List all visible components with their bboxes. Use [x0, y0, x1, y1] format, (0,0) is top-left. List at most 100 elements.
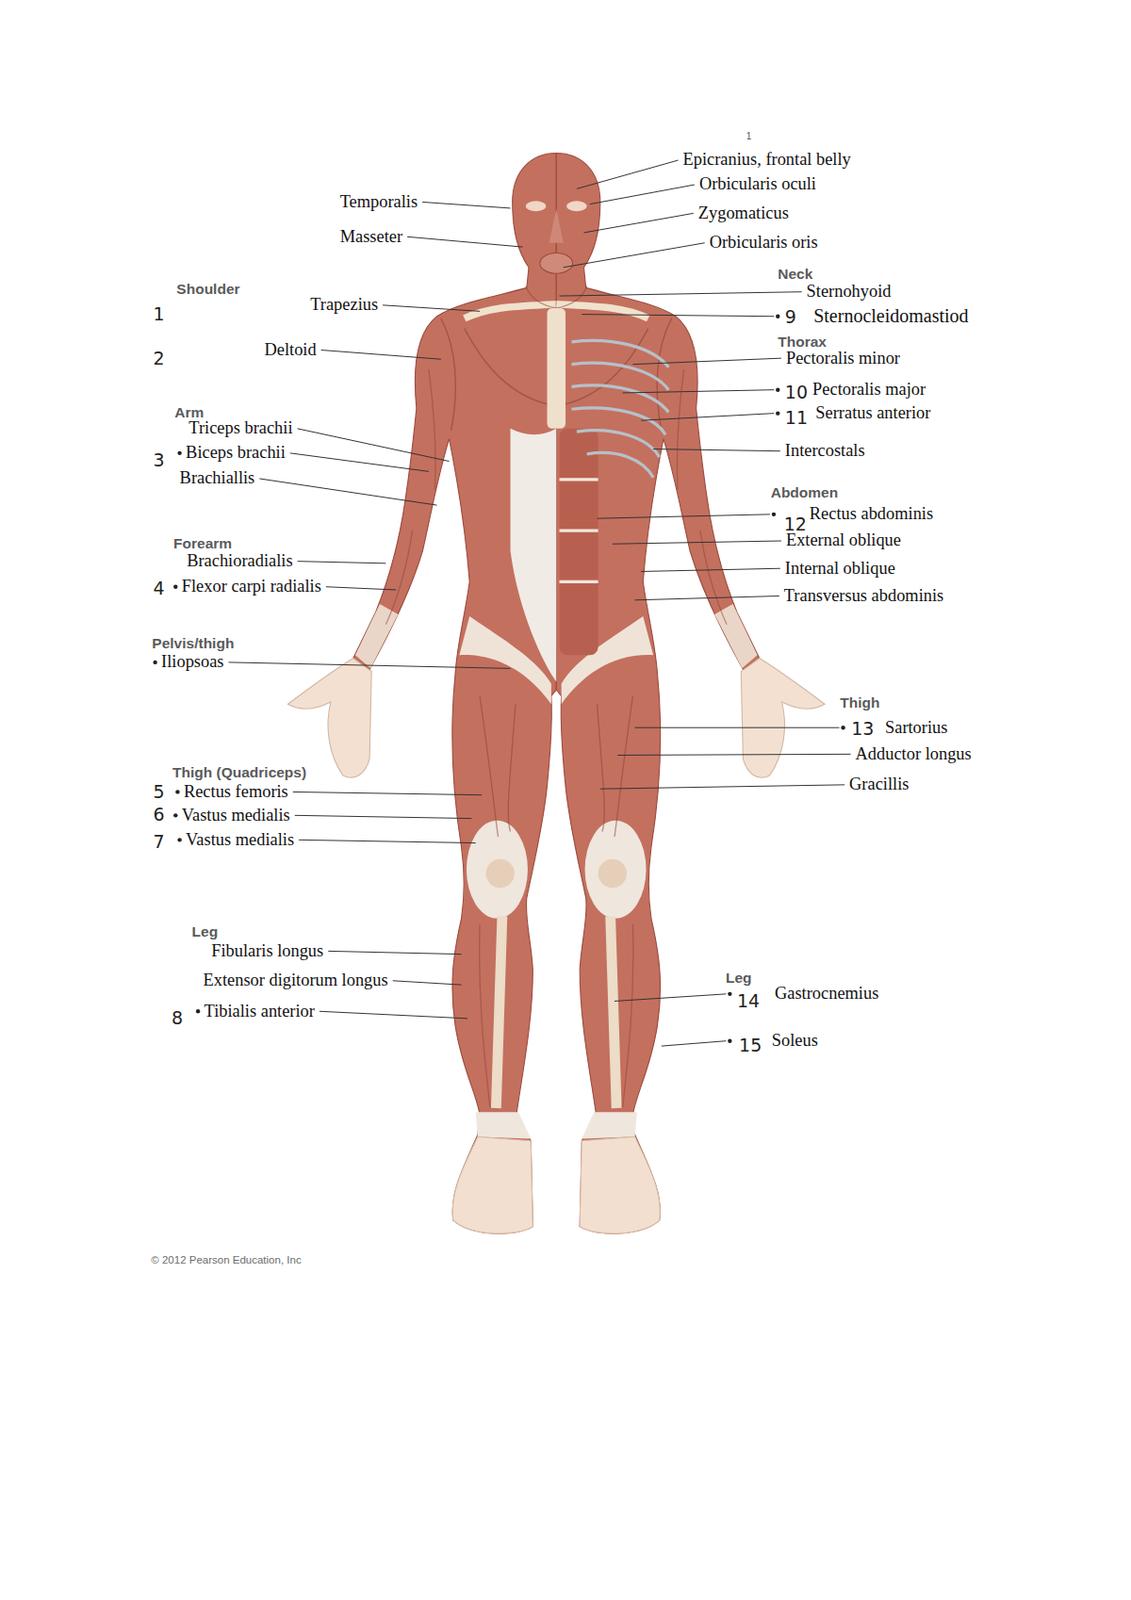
leader-line [559, 292, 803, 296]
bullet-dot [727, 1038, 732, 1043]
callout-number: 3 [152, 450, 164, 472]
region-heading: Arm [174, 404, 204, 422]
bullet-dot [175, 789, 180, 794]
region-heading: Neck [777, 265, 813, 283]
leader-line [661, 1041, 727, 1047]
callout-number: 9 [785, 307, 797, 328]
bullet-dot [177, 451, 181, 456]
muscle-label: Gracillis [849, 774, 909, 795]
muscle-label: Zygomaticus [698, 203, 789, 224]
leader-line [622, 390, 775, 394]
leader-line [583, 213, 693, 233]
leader-line [617, 754, 851, 755]
muscle-label: Rectus femoris [183, 782, 289, 803]
leader-line [321, 349, 442, 360]
leader-line [590, 184, 695, 205]
bullet-dot [196, 1009, 200, 1014]
callout-number: 2 [152, 348, 164, 370]
bullet-dot [775, 410, 780, 415]
muscle-label: Orbicularis oris [709, 232, 819, 253]
callout-number: 7 [152, 832, 164, 853]
muscle-label: Fibularis longus [211, 941, 324, 962]
leader-line [298, 839, 476, 843]
page-mark: 1 [746, 131, 753, 143]
muscle-label: Pectoralis major [812, 379, 926, 400]
leader-line [327, 950, 461, 954]
region-heading: Shoulder [176, 280, 240, 298]
muscle-label: Transversus abdominis [784, 586, 944, 607]
muscle-label: Soleus [771, 1031, 819, 1051]
muscle-label: Brachioradialis [186, 551, 293, 572]
muscle-label: Temporalis [340, 192, 418, 213]
muscle-label: Orbicularis oculi [699, 174, 817, 195]
leader-line [319, 1011, 468, 1019]
region-heading: Pelvis/thigh [151, 635, 234, 653]
leader-line [597, 514, 771, 519]
leader-line [297, 561, 387, 564]
callout-number: 15 [738, 1035, 762, 1057]
muscle-label: Epicranius, frontal belly [683, 149, 852, 170]
callout-number: 4 [152, 578, 164, 600]
leader-line [290, 453, 429, 473]
muscle-label: External oblique [786, 530, 902, 551]
muscle-label: Serratus anterior [815, 403, 931, 424]
leader-line [293, 791, 482, 795]
muscle-label: Internal oblique [785, 558, 896, 579]
muscle-label: Biceps brachii [185, 442, 286, 463]
muscle-label: Triceps brachii [188, 418, 293, 439]
region-heading: Thigh (Quadriceps) [172, 764, 307, 782]
region-heading: Forearm [173, 535, 232, 553]
muscle-label: Adductor longus [855, 744, 972, 765]
region-heading: Abdomen [770, 484, 838, 502]
callout-number: 10 [785, 382, 808, 404]
muscle-label: Masseter [340, 227, 403, 247]
muscle-label: Vastus medialis [185, 830, 295, 851]
muscle-label: Pectoralis minor [786, 348, 901, 369]
leader-line [422, 201, 510, 209]
muscle-label: Brachiallis [180, 468, 256, 489]
callout-number: 14 [737, 991, 760, 1013]
leader-line [600, 785, 845, 789]
muscle-label: Sartorius [885, 718, 948, 738]
leader-line [653, 449, 781, 452]
callout-number: 6 [152, 804, 164, 826]
leader-line [229, 662, 511, 670]
leader-line [407, 236, 523, 247]
leader-line [393, 981, 462, 985]
muscle-label: Extensor digitorum longus [203, 970, 389, 991]
region-heading: Thorax [777, 333, 827, 351]
leader-line [297, 428, 450, 462]
bullet-dot [152, 660, 157, 665]
callout-number: 13 [851, 719, 874, 740]
muscle-label: Trapezius [310, 295, 378, 315]
leader-line [614, 994, 726, 1002]
muscle-label: Flexor carpi radialis [181, 576, 322, 597]
leader-line [382, 305, 480, 312]
callout-number: 1 [152, 304, 164, 326]
region-heading: Thigh [839, 694, 880, 712]
leader-line [640, 568, 781, 572]
leader-line [612, 540, 782, 544]
muscle-label: Iliopsoas [161, 652, 224, 673]
leader-line [259, 478, 437, 506]
muscle-label: Sternocleidomastiod [813, 305, 968, 328]
leader-line [326, 587, 396, 591]
muscle-label: Intercostals [785, 441, 866, 461]
leader-line [635, 595, 780, 600]
leader-line [576, 160, 679, 189]
leader-line [295, 815, 473, 819]
copyright-note: © 2012 Pearson Education, Inc [150, 1254, 301, 1267]
bullet-dot [177, 837, 181, 842]
bullet-dot [775, 388, 780, 393]
region-heading: Leg [725, 969, 753, 987]
muscle-label: Deltoid [264, 340, 317, 361]
bullet-dot [775, 314, 780, 319]
muscle-label: Rectus abdominis [809, 504, 934, 525]
bullet-dot [173, 585, 178, 590]
muscle-label: Sternohyoid [806, 281, 892, 302]
callout-number: 11 [785, 408, 808, 429]
muscle-label: Tibialis anterior [204, 1001, 315, 1022]
leader-line [632, 358, 781, 365]
